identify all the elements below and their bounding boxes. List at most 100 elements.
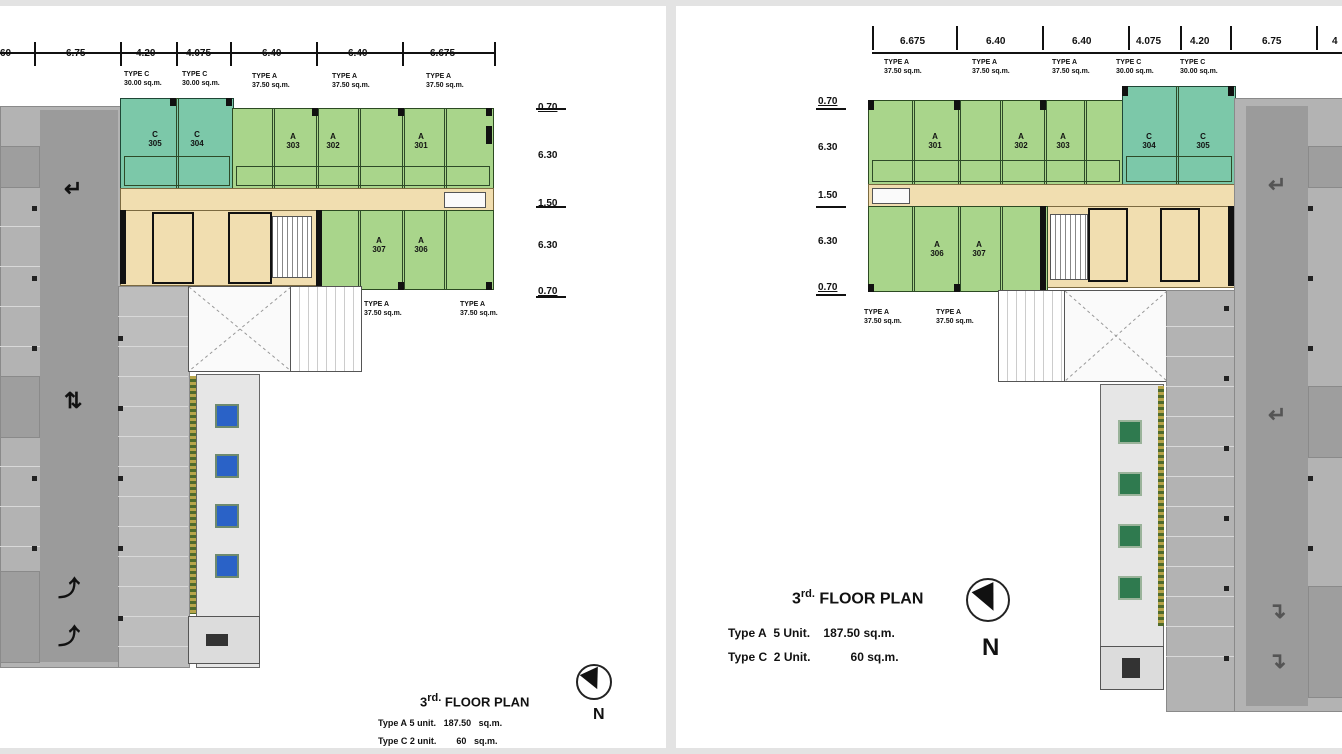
bathroom-zone [124,156,230,186]
unit-type-a-block [232,108,494,190]
column [226,98,232,106]
column [868,100,874,110]
driving-lane [1246,106,1308,706]
dimension-tick [230,42,232,66]
driving-lane [40,110,118,662]
wall [316,210,322,288]
bridge-grating [290,286,362,372]
elevator-shaft [1088,208,1128,282]
open-void [188,286,292,372]
hedge [190,376,196,614]
parking-stall-line [1166,536,1234,537]
dimension-label: 6.40 [1072,36,1092,47]
dimension-tick [402,42,404,66]
dimension-label: 4 [1332,36,1338,47]
column [32,476,37,481]
dimension-tick [816,108,846,110]
stairwell [1050,214,1088,280]
corridor [120,188,494,212]
stat-type-c: Type C 2 Unit. 60 sq.m. [728,650,899,664]
dimension-label: 6.40 [348,48,368,59]
unit-partition [912,206,915,292]
column [32,206,37,211]
unit-type-a-block [316,210,494,290]
dimension-line-top [0,52,496,54]
dimension-label: 6.40 [986,36,1006,47]
parking-stall-line [0,346,40,347]
planter-icon [1118,524,1142,548]
parking-stall-line [1166,566,1234,567]
column [486,126,492,144]
parking-stall-line [118,556,188,557]
traffic-arrow-icon: ↵ [1268,402,1287,427]
ramp-hatch [1308,586,1342,698]
column [954,100,960,110]
dimension-label: 4.20 [1190,36,1210,47]
parking-stall-line [1166,596,1234,597]
planter-icon [215,454,239,478]
dimension-label: 6.30 [538,150,558,161]
hedge [1158,386,1164,626]
dimension-tick [316,42,318,66]
traffic-arrow-icon: ↴ [1268,598,1287,623]
planter-icon [215,554,239,578]
north-arrow-icon [576,664,612,700]
bathroom-zone [1126,156,1232,182]
column [118,616,123,621]
stairwell [272,216,312,278]
column [398,108,404,116]
dimension-label: 6.30 [818,236,838,247]
column [32,346,37,351]
dimension-tick [1316,26,1318,50]
column [1224,586,1229,591]
column [118,546,123,551]
dimension-label: 4.075 [1136,36,1162,47]
dimension-tick [1180,26,1182,50]
dimension-label: 0.70 [818,282,838,293]
parking-stall-row [118,286,190,668]
corridor-end [872,188,910,204]
wall [1040,206,1046,290]
dimension-label: 6.75 [1262,36,1282,47]
parking-stall-line [1166,476,1234,477]
unit-partition [402,210,405,290]
parking-stall-line [1166,416,1234,417]
parking-stall-line [118,496,188,497]
void-cross [189,287,291,371]
parking-stall-line [0,546,40,547]
column [1308,546,1313,551]
elevator-shaft [152,212,194,284]
column [32,276,37,281]
bathroom-zone [872,160,1120,182]
north-label: N [593,706,605,723]
stat-type-a: Type A 5 Unit. 187.50 sq.m. [728,626,895,640]
column [1224,446,1229,451]
stat-type-a: Type A 5 unit. 187.50 sq.m. [378,718,503,728]
column [486,282,492,290]
dimension-label: 6.675 [430,48,456,59]
parking-stall-line [118,436,188,437]
column [118,406,123,411]
dimension-tick [872,26,874,50]
parking-stall-line [118,466,188,467]
